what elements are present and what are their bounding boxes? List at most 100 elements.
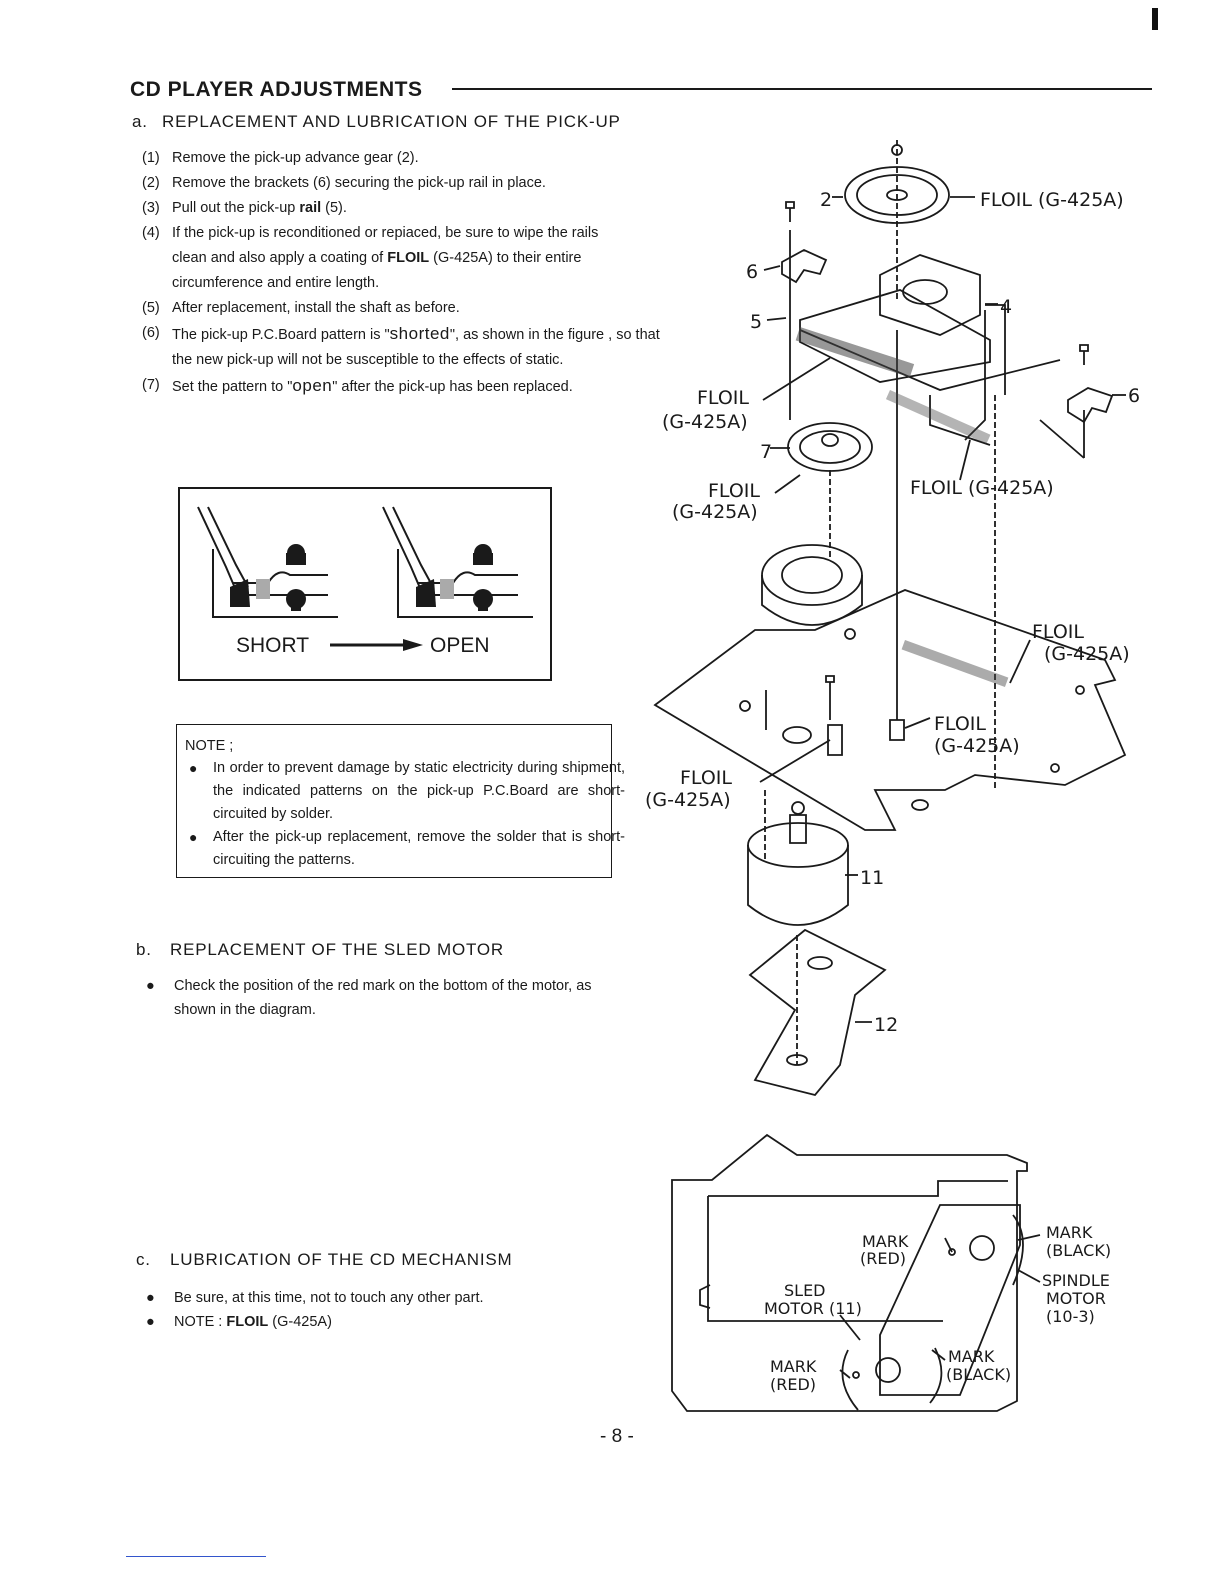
page-title: CD PLAYER ADJUSTMENTS [130, 78, 423, 101]
step-text: Pull out the pick-up [172, 200, 300, 216]
short-label: SHORT [236, 634, 310, 657]
label-mark-black-bottom: MARK [948, 1347, 995, 1366]
step-text: (5). [321, 200, 347, 216]
label-red-bottom: (RED) [770, 1375, 816, 1394]
label-spindle: SPINDLE [1042, 1271, 1110, 1290]
step-number: (4) [142, 225, 160, 241]
step-2: (2) Remove the brackets (6) securing the … [142, 171, 662, 196]
section-c-text: Be sure, at this time, not to touch any … [174, 1290, 484, 1306]
step-7: (7) Set the pattern to "open" after the p… [142, 373, 612, 400]
label-part-6-right: 6 [1128, 385, 1140, 407]
section-c-item: ● Be sure, at this time, not to touch any… [142, 1286, 634, 1310]
step-text: Remove the pick-up advance gear (2). [172, 150, 419, 166]
section-c-heading: c. LUBRICATION OF THE CD MECHANISM [136, 1250, 512, 1270]
section-b-title: REPLACEMENT OF THE SLED MOTOR [170, 940, 504, 959]
bullet-icon: ● [146, 1290, 155, 1306]
label-grease-f: (G-425A) [645, 789, 731, 811]
note-box: NOTE ; ● In order to prevent damage by st… [176, 724, 625, 878]
label-spindle-2: MOTOR [1046, 1289, 1106, 1308]
note-item: ● After the pick-up replacement, remove t… [185, 826, 625, 872]
step-text: The pick-up P.C.Board pattern is " [172, 327, 390, 343]
footer-rule [126, 1556, 266, 1557]
section-c-letter: c. [136, 1250, 151, 1269]
step-text: Set the pattern to " [172, 379, 293, 395]
step-3: (3) Pull out the pick-up rail (5). [142, 196, 662, 221]
section-b-letter: b. [136, 940, 152, 959]
section-a-letter: a. [132, 112, 148, 131]
label-grease-b: (G-425A) [672, 501, 758, 523]
section-c-title: LUBRICATION OF THE CD MECHANISM [170, 1250, 513, 1269]
label-part-6-left: 6 [746, 261, 758, 283]
label-sled-motor: SLED [784, 1281, 826, 1300]
note-text: In order to prevent damage by static ele… [213, 760, 625, 822]
label-floil-b: FLOIL [708, 480, 760, 502]
label-red-top: (RED) [860, 1249, 906, 1268]
label-mark-black-top: MARK [1046, 1223, 1093, 1242]
label-spindle-3: (10-3) [1046, 1307, 1095, 1326]
step-1: (1) Remove the pick-up advance gear (2). [142, 146, 662, 171]
label-grease-d: (G-425A) [1044, 643, 1130, 665]
label-black-top: (BLACK) [1046, 1241, 1111, 1260]
label-sled-motor-2: MOTOR (11) [764, 1299, 862, 1318]
label-mark-red-bottom: MARK [770, 1357, 817, 1376]
step-text-emphasis: open [292, 376, 333, 395]
label-floil-d: FLOIL [1032, 621, 1084, 643]
page-number: - 8 - [600, 1426, 634, 1447]
step-4: (4) If the pick-up is reconditioned or re… [142, 221, 637, 296]
bullet-icon: ● [146, 1314, 155, 1330]
section-b-item: ● Check the position of the red mark on t… [142, 974, 634, 1022]
steps-list: (1)Remove the pick-up advance gear (2). … [142, 146, 662, 400]
registration-mark [1152, 8, 1158, 30]
step-number: (6) [142, 325, 160, 341]
label-floil-a: FLOIL [697, 387, 749, 409]
note-heading: NOTE ; [185, 738, 234, 754]
section-c-text: NOTE : [174, 1314, 227, 1330]
step-text: ", as shown in the figure , so that the … [172, 327, 660, 368]
label-grease-e: (G-425A) [934, 735, 1020, 757]
step-text-bold: FLOIL [387, 250, 430, 266]
label-grease-a: (G-425A) [662, 411, 748, 433]
step-number: (7) [142, 377, 160, 393]
note-text: After the pick-up replacement, remove th… [213, 829, 625, 868]
section-c-item: ● NOTE : FLOIL (G-425A) [142, 1310, 634, 1334]
section-b-heading: b. REPLACEMENT OF THE SLED MOTOR [136, 940, 504, 960]
label-part-12: 12 [874, 1014, 898, 1036]
label-part-7: 7 [760, 441, 772, 463]
step-text: " after the pick-up has been replaced. [332, 379, 573, 395]
note-item: ● In order to prevent damage by static el… [185, 757, 625, 826]
section-c-text-bold: FLOIL [226, 1314, 269, 1330]
short-open-figure [178, 487, 552, 681]
label-black-bottom: (BLACK) [946, 1365, 1011, 1384]
label-part-11: 11 [860, 867, 884, 889]
label-floil-f: FLOIL [680, 767, 732, 789]
step-5: (5) After replacement, install the shaft … [142, 296, 662, 321]
short-open-drawing [197, 506, 533, 651]
section-a-title: REPLACEMENT AND LUBRICATION OF THE PICK-… [162, 112, 621, 131]
step-text: If the pick-up is reconditioned or repia… [172, 225, 599, 266]
label-mark-red-top: MARK [862, 1232, 909, 1251]
step-number: (2) [142, 175, 160, 191]
label-floil-e: FLOIL [934, 713, 986, 735]
label-part-2: 2 [820, 189, 832, 211]
bullet-icon: ● [189, 760, 198, 776]
section-b-text: Check the position of the red mark on th… [174, 978, 592, 1018]
step-text-emphasis: shorted [389, 324, 450, 343]
step-number: (3) [142, 200, 160, 216]
label-part-5: 5 [750, 311, 762, 333]
step-number: (1) [142, 150, 160, 166]
section-c-text: (G-425A) [268, 1314, 332, 1330]
title-rule [452, 88, 1152, 90]
label-part-4: 4 [1000, 296, 1012, 318]
step-text: Remove the brackets (6) securing the pic… [172, 175, 546, 191]
label-floil-c: FLOIL (G-425A) [910, 477, 1054, 499]
step-text: (G-425A) to their entire circumference a… [172, 250, 582, 291]
step-number: (5) [142, 300, 160, 316]
step-text-bold: rail [299, 200, 322, 216]
step-text: After replacement, install the shaft as … [172, 300, 460, 316]
bullet-icon: ● [189, 829, 198, 845]
label-part-2-floil: FLOIL (G-425A) [980, 189, 1124, 211]
step-6: (6) The pick-up P.C.Board pattern is "sho… [142, 321, 662, 373]
open-label: OPEN [430, 634, 490, 657]
bullet-icon: ● [146, 978, 155, 994]
section-a-heading: a. REPLACEMENT AND LUBRICATION OF THE PIC… [132, 112, 621, 132]
